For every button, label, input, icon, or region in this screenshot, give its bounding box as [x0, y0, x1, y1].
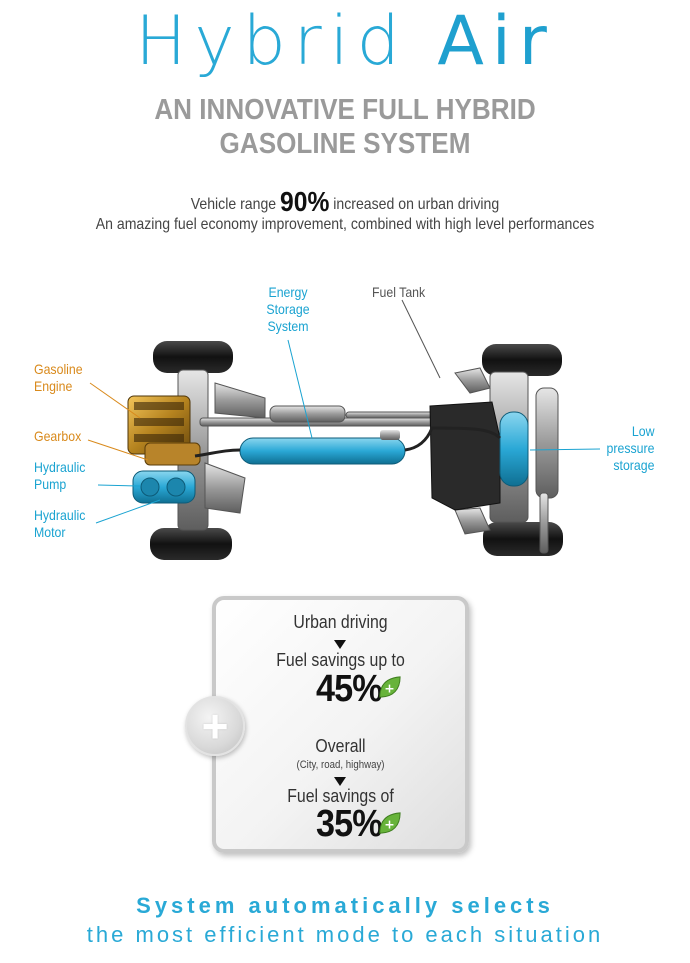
energy-storage-tank-shape [239, 430, 406, 465]
plus-circle-icon: + [185, 696, 245, 756]
label-fuel-tank: Fuel Tank [372, 284, 426, 300]
subtitle-line-1: AN INNOVATIVE FULL HYBRID [154, 94, 536, 126]
urban-savings-value: 45% [316, 668, 383, 710]
economy-tagline: An amazing fuel economy improvement, com… [95, 216, 595, 233]
label-gearbox: Gearbox [34, 428, 82, 444]
page-title: Hybrid Air [0, 2, 690, 82]
footer-line-1: System automatically selects [136, 893, 554, 918]
arrow-down-icon [334, 777, 346, 786]
subtitle-line-2: GASOLINE SYSTEM [219, 128, 471, 160]
fuel-tank-shape [429, 401, 501, 511]
hydraulic-unit-shape [132, 470, 196, 504]
leaf-plus-icon: + [379, 676, 401, 698]
fuel-savings-panel: Urban driving Fuel savings up to 45% + O… [212, 596, 469, 853]
overall-note: (City, road, highway) [296, 759, 385, 771]
label-gasoline-engine: Gasoline Engine [34, 361, 83, 394]
svg-text:+: + [384, 680, 395, 695]
plus-symbol: + [201, 700, 229, 752]
chassis-diagram: Energy Storage System Fuel Tank Gasoline… [0, 278, 690, 578]
urban-driving-heading: Urban driving [293, 612, 388, 632]
arrow-down-icon [334, 640, 346, 649]
leaf-plus-icon: + [379, 812, 401, 834]
label-low-pressure-storage: Low pressure storage [606, 423, 654, 473]
label-energy-storage-system: Energy Storage System [266, 284, 310, 334]
low-pressure-tank-shape [499, 411, 529, 487]
wheels [150, 341, 563, 560]
overall-savings-text: Fuel savings of [287, 786, 394, 806]
chassis-illustration [87, 299, 601, 560]
subtitle: AN INNOVATIVE FULL HYBRID GASOLINE SYSTE… [35, 93, 656, 161]
pipes [194, 426, 502, 458]
tagline-post: increased on urban driving [333, 196, 500, 213]
range-tagline: Vehicle range 90% increased on urban dri… [41, 186, 648, 218]
label-hydraulic-motor: Hydraulic Motor [34, 507, 86, 540]
overall-heading: Overall [315, 736, 366, 756]
engine-shape [127, 395, 201, 466]
title-air: Air [437, 2, 555, 81]
label-hydraulic-pump: Hydraulic Pump [34, 459, 86, 492]
tagline-pre: Vehicle range [190, 196, 277, 213]
footer-line-2: the most efficient mode to each situatio… [86, 922, 604, 947]
leader-lines [87, 299, 601, 524]
title-hybrid: Hybrid [135, 2, 408, 81]
overall-savings-value: 35% [316, 803, 383, 845]
svg-text:+: + [384, 816, 395, 831]
urban-savings-text: Fuel savings up to [276, 650, 405, 670]
tagline-value: 90% [280, 186, 330, 217]
